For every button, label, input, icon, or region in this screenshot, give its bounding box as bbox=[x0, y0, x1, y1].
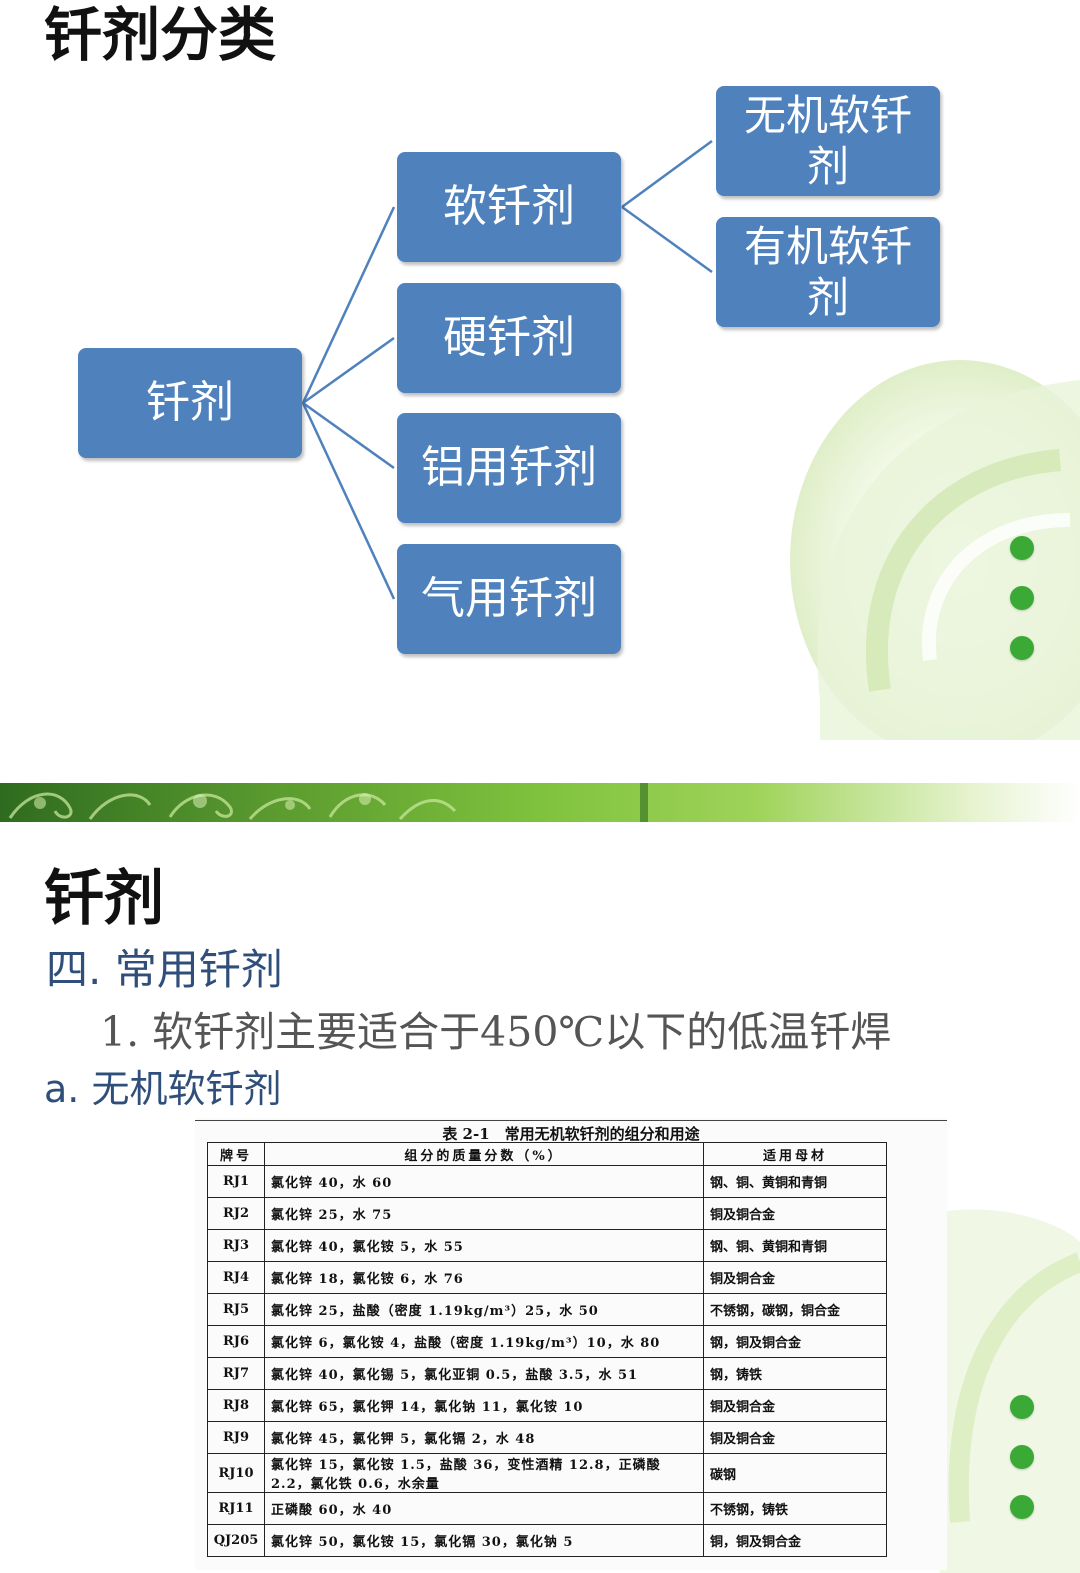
cell-composition: 氯化锌 15，氯化铵 1.5，盐酸 36，变性酒精 12.8，正磷酸 2.2，氯… bbox=[264, 1453, 704, 1493]
table-row: RJ6 氯化锌 6，氯化铵 4，盐酸（密度 1.19kg/m³）10，水 80 … bbox=[207, 1325, 887, 1358]
table-row: RJ9 氯化锌 45，氯化钾 5，氯化镉 2，水 48 铜及铜合金 bbox=[207, 1421, 887, 1454]
node-hard-flux[interactable]: 硬钎剂 bbox=[397, 283, 621, 393]
table-row: QJ205 氯化锌 50，氯化铵 15，氯化镉 30，氯化钠 5 铜，铜及铜合金 bbox=[207, 1524, 887, 1557]
node-label: 气用钎剂 bbox=[421, 573, 597, 625]
node-inorganic-soft-flux[interactable]: 无机软钎剂 bbox=[716, 86, 940, 196]
bullet-dot bbox=[1010, 1445, 1034, 1469]
flux-table-image: 表 2-1 常用无机软钎剂的组分和用途 牌号 组分的质量分数（%） 适用母材 R… bbox=[195, 1118, 947, 1570]
cell-code: RJ9 bbox=[207, 1421, 265, 1454]
node-label: 铝用钎剂 bbox=[421, 442, 597, 494]
cell-code: RJ3 bbox=[207, 1229, 265, 1262]
node-flux-root[interactable]: 钎剂 bbox=[78, 348, 302, 458]
cell-code: QJ205 bbox=[207, 1524, 265, 1557]
header-composition: 组分的质量分数（%） bbox=[264, 1142, 704, 1166]
floral-pattern bbox=[8, 783, 648, 822]
node-gas-flux[interactable]: 气用钎剂 bbox=[397, 544, 621, 654]
cell-composition: 氯化锌 18，氯化铵 6，水 76 bbox=[264, 1261, 704, 1294]
cell-base-metal: 钢、铜、黄铜和青铜 bbox=[703, 1165, 887, 1198]
table-row: RJ1 氯化锌 40，水 60 钢、铜、黄铜和青铜 bbox=[207, 1165, 887, 1198]
node-label: 有机软钎剂 bbox=[743, 221, 912, 322]
cell-code: RJ8 bbox=[207, 1389, 265, 1422]
cell-composition: 氯化锌 40，氯化锡 5，氯化亚铜 0.5，盐酸 3.5，水 51 bbox=[264, 1357, 704, 1390]
node-label: 无机软钎剂 bbox=[743, 90, 912, 191]
header-code: 牌号 bbox=[207, 1142, 265, 1166]
cell-base-metal: 钢，铸铁 bbox=[703, 1357, 887, 1390]
table-row: RJ3 氯化锌 40，氯化铵 5，水 55 钢、铜、黄铜和青铜 bbox=[207, 1229, 887, 1262]
slide-gap bbox=[0, 740, 1080, 783]
table-row: RJ7 氯化锌 40，氯化锡 5，氯化亚铜 0.5，盐酸 3.5，水 51 钢，… bbox=[207, 1357, 887, 1390]
bullet-point: 1. 软钎剂主要适合于450℃以下的低温钎焊 bbox=[100, 1008, 892, 1056]
bullet-dot bbox=[1010, 1395, 1034, 1419]
slide-title: 钎剂分类 bbox=[44, 1, 277, 69]
cell-base-metal: 铜及铜合金 bbox=[703, 1261, 887, 1294]
table-row: RJ8 氯化锌 65，氯化钾 14，氯化钠 11，氯化铵 10 铜及铜合金 bbox=[207, 1389, 887, 1422]
cell-base-metal: 铜及铜合金 bbox=[703, 1389, 887, 1422]
node-aluminum-flux[interactable]: 铝用钎剂 bbox=[397, 413, 621, 523]
cell-base-metal: 不锈钢，铸铁 bbox=[703, 1492, 887, 1525]
cell-composition: 氯化锌 50，氯化铵 15，氯化镉 30，氯化钠 5 bbox=[264, 1524, 704, 1557]
cell-base-metal: 钢，铜及铜合金 bbox=[703, 1325, 887, 1358]
cell-code: RJ4 bbox=[207, 1261, 265, 1294]
table-row: RJ5 氯化锌 25，盐酸（密度 1.19kg/m³）25，水 50 不锈钢，碳… bbox=[207, 1293, 887, 1326]
tree-connectors bbox=[301, 139, 713, 600]
slide-common-fluxes: 钎剂 四. 常用钎剂 1. 软钎剂主要适合于450℃以下的低温钎焊 a. 无机软… bbox=[0, 822, 1080, 1573]
table-row: RJ11 正磷酸 60，水 40 不锈钢，铸铁 bbox=[207, 1492, 887, 1525]
table-caption: 表 2-1 常用无机软钎剂的组分和用途 bbox=[195, 1120, 947, 1144]
table-row: RJ2 氯化锌 25，水 75 铜及铜合金 bbox=[207, 1197, 887, 1230]
slide-title: 钎剂 bbox=[44, 864, 164, 934]
cell-composition: 氯化锌 65，氯化钾 14，氯化钠 11，氯化铵 10 bbox=[264, 1389, 704, 1422]
table-header-row: 牌号 组分的质量分数（%） 适用母材 bbox=[207, 1142, 887, 1166]
cell-code: RJ6 bbox=[207, 1325, 265, 1358]
node-label: 钎剂 bbox=[146, 377, 234, 429]
sub-bullet: a. 无机软钎剂 bbox=[44, 1067, 282, 1111]
node-soft-flux[interactable]: 软钎剂 bbox=[397, 152, 621, 262]
header-base-metal: 适用母材 bbox=[703, 1142, 887, 1166]
cell-code: RJ10 bbox=[207, 1453, 265, 1493]
bullet-dot bbox=[1010, 636, 1034, 660]
cell-base-metal: 不锈钢，碳钢，铜合金 bbox=[703, 1293, 887, 1326]
cell-code: RJ5 bbox=[207, 1293, 265, 1326]
cell-code: RJ11 bbox=[207, 1492, 265, 1525]
slide-flux-classification: 钎剂分类 钎剂 软钎剂 硬钎剂 铝用钎剂 气用钎剂 无机软钎剂 有机软钎剂 bbox=[0, 0, 1080, 740]
table-row: RJ4 氯化锌 18，氯化铵 6，水 76 铜及铜合金 bbox=[207, 1261, 887, 1294]
bullet-dot bbox=[1010, 586, 1034, 610]
cell-composition: 氯化锌 25，盐酸（密度 1.19kg/m³）25，水 50 bbox=[264, 1293, 704, 1326]
cell-composition: 氯化锌 45，氯化钾 5，氯化镉 2，水 48 bbox=[264, 1421, 704, 1454]
node-label: 硬钎剂 bbox=[443, 312, 575, 364]
cell-code: RJ2 bbox=[207, 1197, 265, 1230]
flux-table: 牌号 组分的质量分数（%） 适用母材 RJ1 氯化锌 40，水 60 钢、铜、黄… bbox=[207, 1142, 887, 1557]
cell-composition: 氯化锌 40，水 60 bbox=[264, 1165, 704, 1198]
cell-base-metal: 钢、铜、黄铜和青铜 bbox=[703, 1229, 887, 1262]
cell-code: RJ7 bbox=[207, 1357, 265, 1390]
cell-base-metal: 铜及铜合金 bbox=[703, 1421, 887, 1454]
table-row: RJ10 氯化锌 15，氯化铵 1.5，盐酸 36，变性酒精 12.8，正磷酸 … bbox=[207, 1453, 887, 1493]
bullet-dot bbox=[1010, 536, 1034, 560]
bullet-dot bbox=[1010, 1495, 1034, 1519]
cell-composition: 正磷酸 60，水 40 bbox=[264, 1492, 704, 1525]
section-heading: 四. 常用钎剂 bbox=[46, 945, 283, 994]
cell-code: RJ1 bbox=[207, 1165, 265, 1198]
floral-banner bbox=[0, 783, 1080, 822]
cell-composition: 氯化锌 40，氯化铵 5，水 55 bbox=[264, 1229, 704, 1262]
cell-composition: 氯化锌 25，水 75 bbox=[264, 1197, 704, 1230]
cell-base-metal: 铜，铜及铜合金 bbox=[703, 1524, 887, 1557]
node-label: 软钎剂 bbox=[443, 181, 575, 233]
cell-base-metal: 碳钢 bbox=[703, 1453, 887, 1493]
cell-composition: 氯化锌 6，氯化铵 4，盐酸（密度 1.19kg/m³）10，水 80 bbox=[264, 1325, 704, 1358]
node-organic-soft-flux[interactable]: 有机软钎剂 bbox=[716, 217, 940, 327]
cell-base-metal: 铜及铜合金 bbox=[703, 1197, 887, 1230]
